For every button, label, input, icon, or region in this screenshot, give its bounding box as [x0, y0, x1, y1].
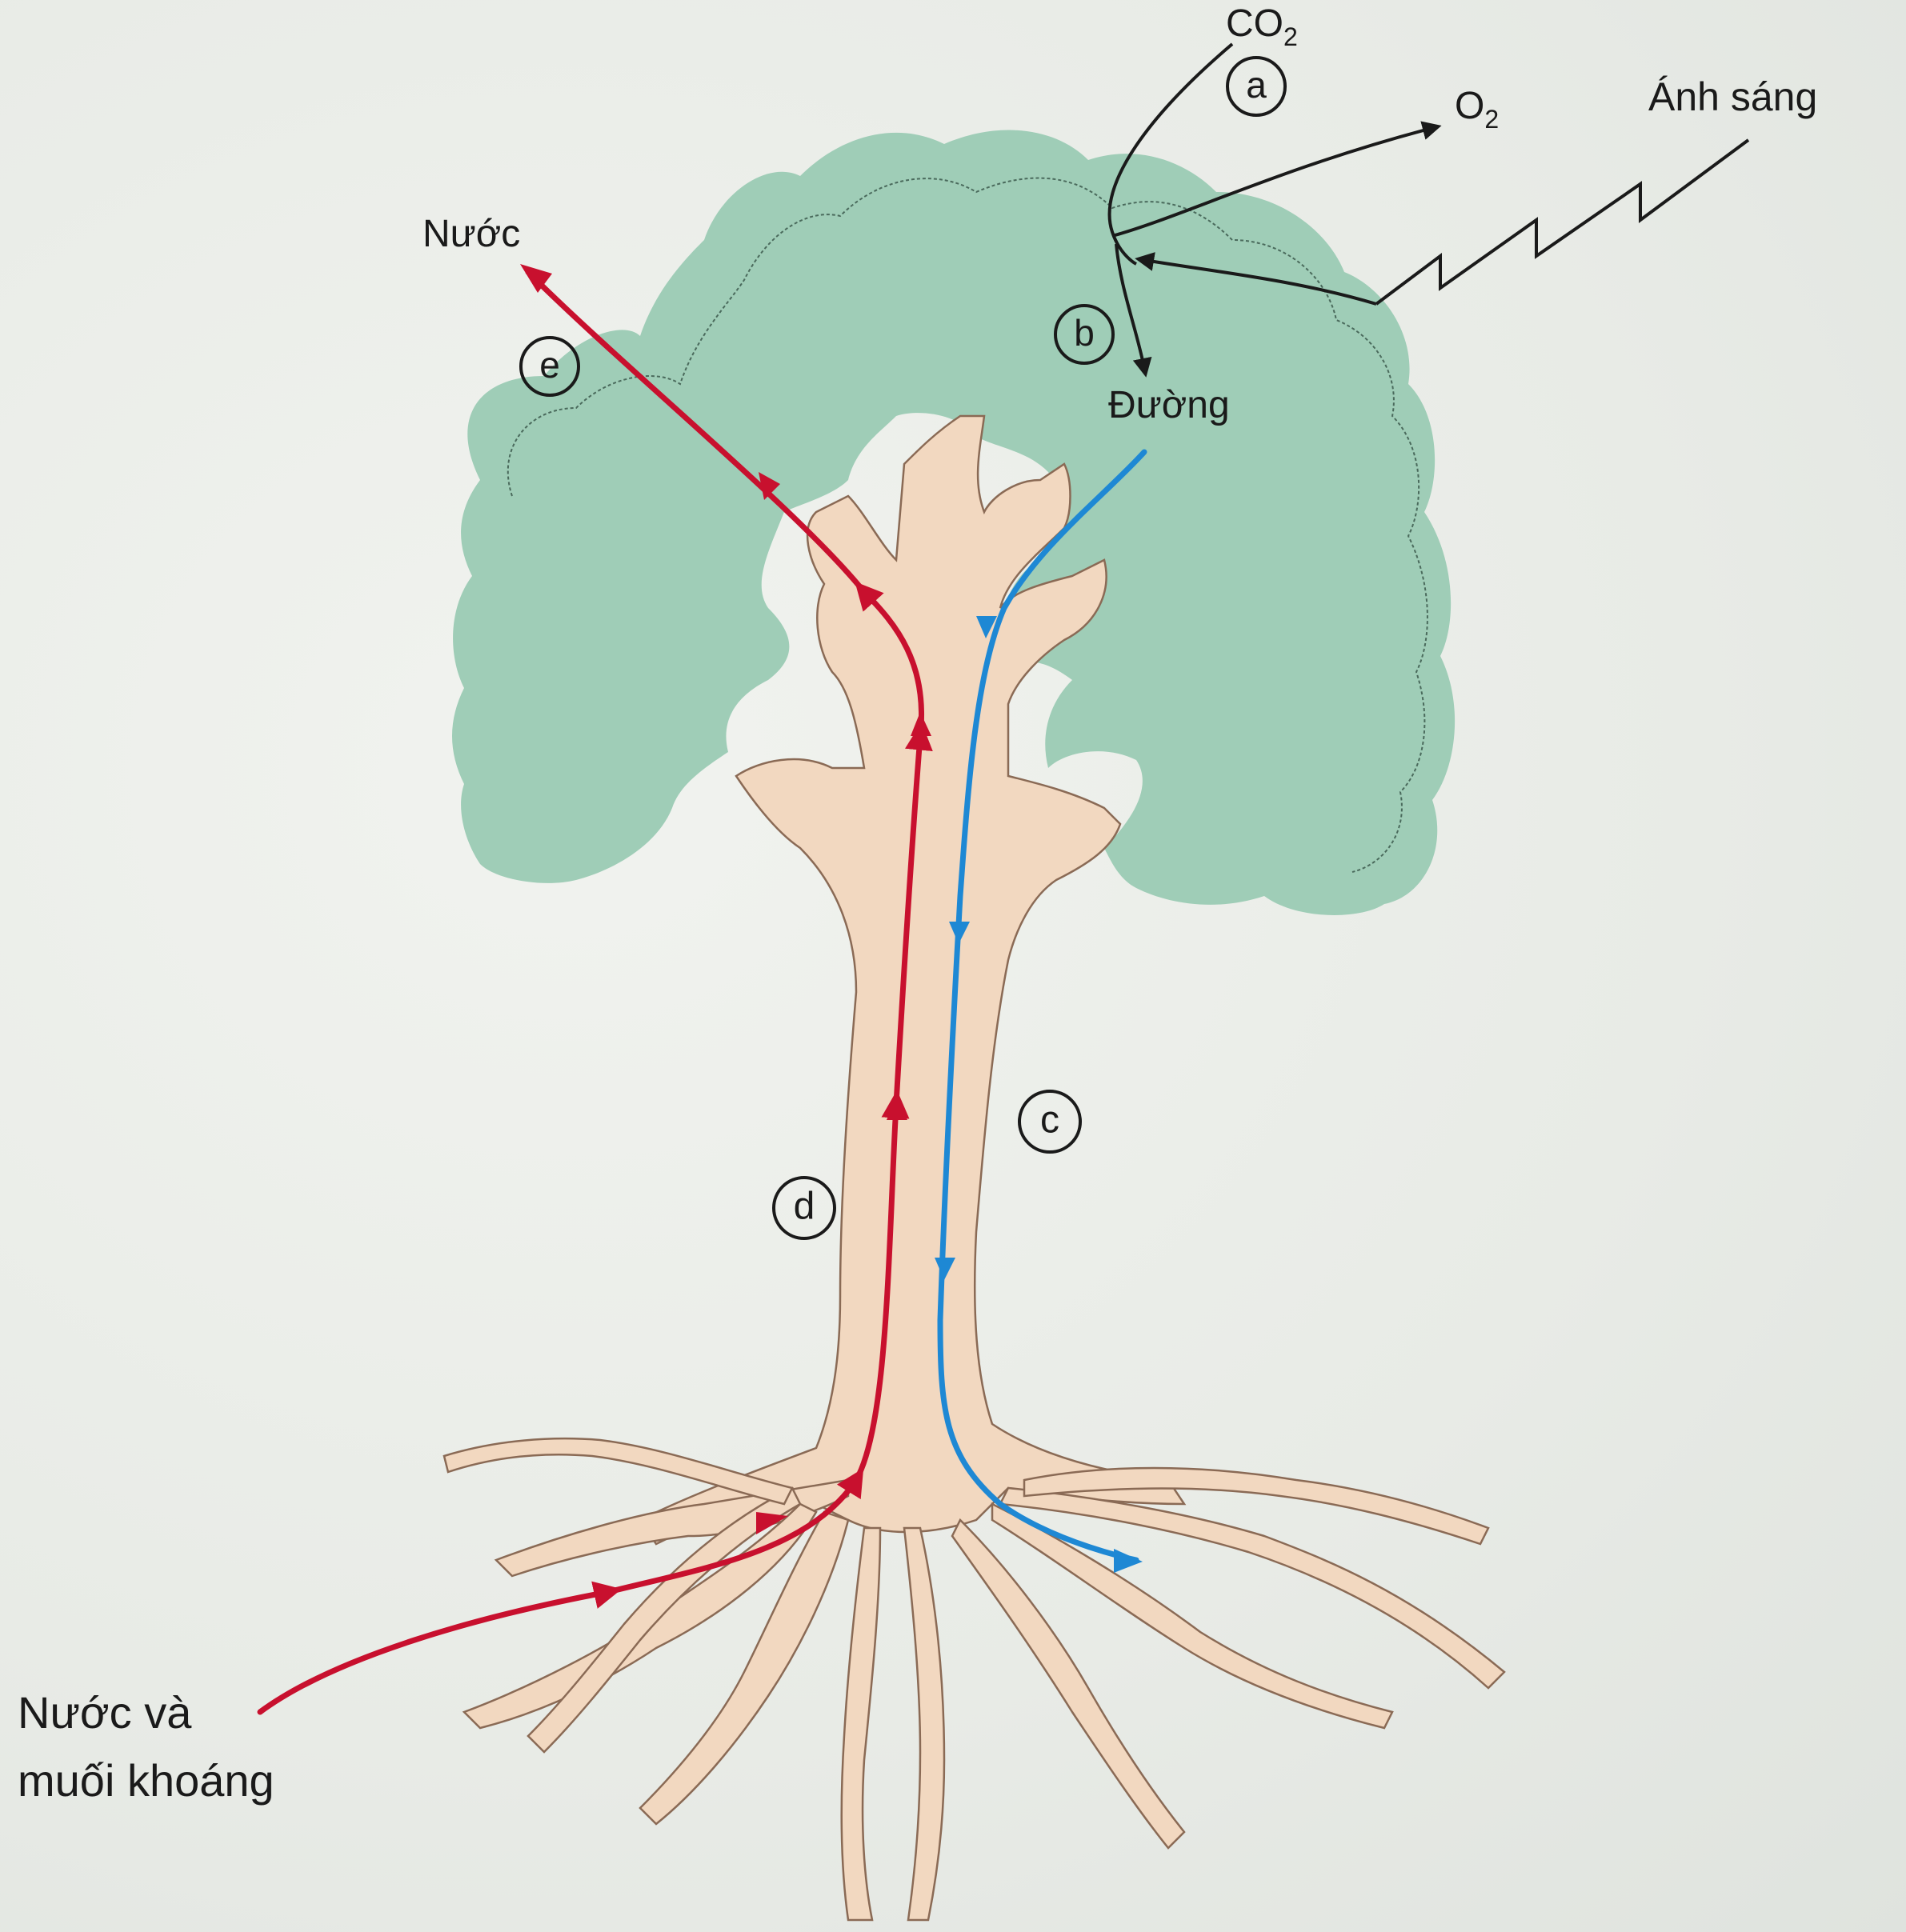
- sugar-arrow: [1115, 243, 1152, 378]
- xylem-arrow-3: [911, 712, 931, 736]
- svg-text:d: d: [794, 1186, 815, 1228]
- phloem-arrow-1: [976, 616, 997, 638]
- water-minerals-label-line1: Nước và: [18, 1687, 192, 1738]
- svg-text:a: a: [1246, 64, 1267, 106]
- light-into-leaf-arrow: [1135, 252, 1377, 306]
- canopy-outline: [507, 177, 1428, 873]
- svg-text:e: e: [539, 344, 560, 386]
- co2-label: CO2: [1226, 2, 1298, 51]
- xylem-arrow-4: [759, 472, 780, 500]
- light-zigzag-arrow: [1375, 138, 1750, 306]
- xylem-arrowhead-top: [520, 264, 552, 293]
- marker-c: c: [1018, 1090, 1082, 1154]
- xylem-arrow-2: [887, 1096, 907, 1120]
- svg-text:c: c: [1040, 1099, 1059, 1142]
- phloem-arrow-3: [935, 1258, 955, 1280]
- sugar-label: Đường: [1108, 384, 1230, 426]
- o2-release-arrow: [1111, 121, 1442, 238]
- light-label: Ánh sáng: [1648, 74, 1817, 119]
- phloem-arrowhead-end: [1114, 1549, 1143, 1573]
- water-top-label: Nước: [422, 213, 520, 255]
- co2-intake-arrow: [1107, 42, 1234, 266]
- o2-label: O2: [1455, 85, 1499, 134]
- marker-e: e: [519, 336, 580, 397]
- phloem-flow-path: [937, 449, 1147, 1563]
- water-minerals-label-line2: muối khoáng: [18, 1755, 274, 1806]
- phloem-arrow-2: [949, 922, 970, 944]
- marker-a: a: [1226, 56, 1287, 117]
- marker-b: b: [1054, 304, 1115, 365]
- xylem-arrow-1: [756, 1512, 788, 1534]
- svg-text:b: b: [1074, 312, 1095, 354]
- marker-d: d: [772, 1176, 836, 1240]
